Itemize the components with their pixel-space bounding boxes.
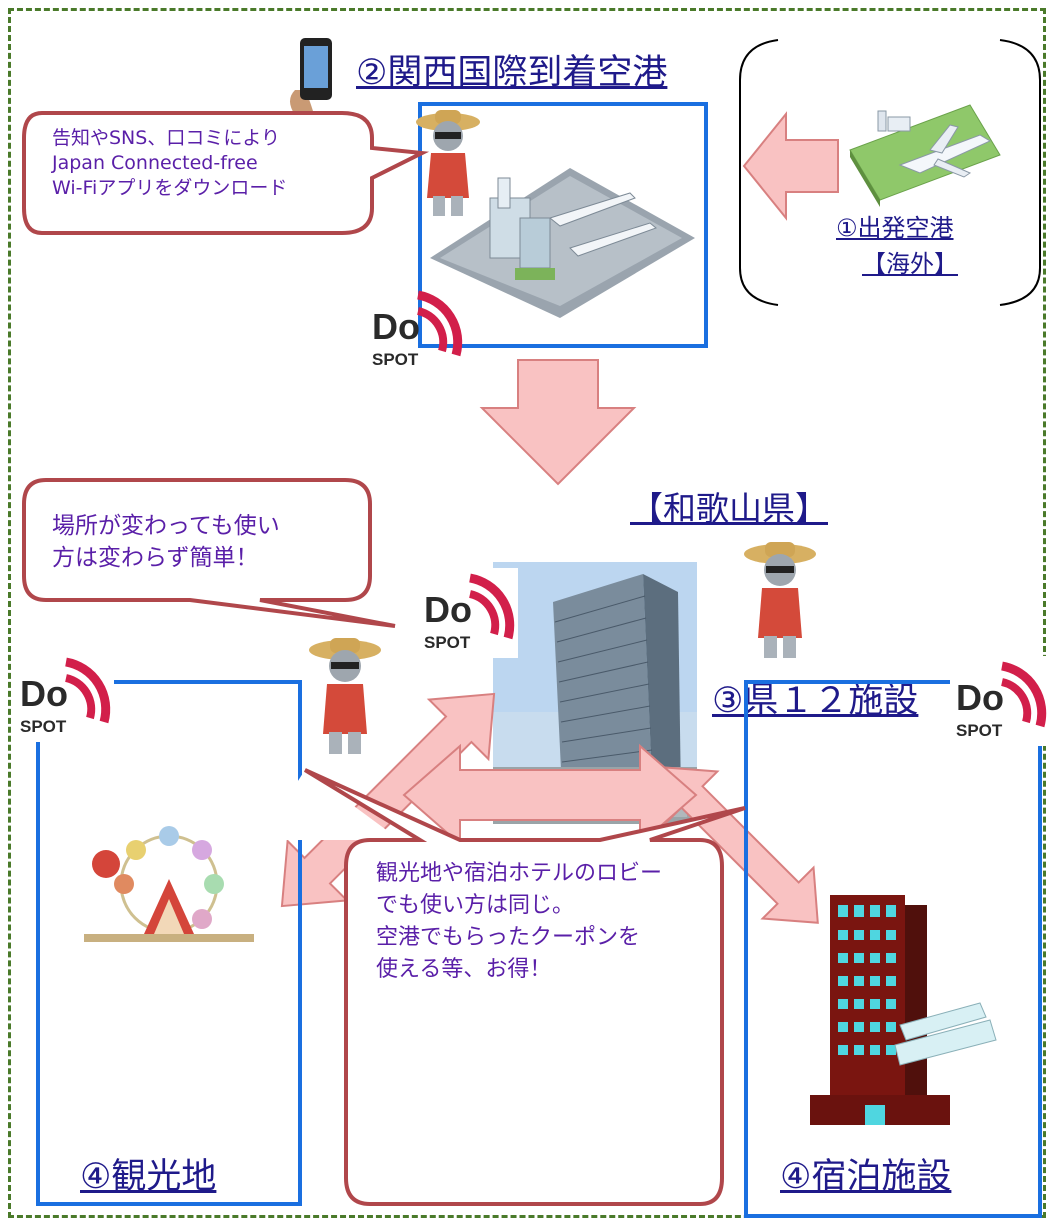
tourist-spot-label[interactable]: ④観光地 [80,1157,217,1197]
bubble-coupon-line: でも使い方は同じ。 [376,893,575,918]
phone-icon [290,38,332,118]
dospot-logo: Do SPOT [418,568,518,658]
dospot-logo: Do SPOT [950,656,1050,746]
svg-text:SPOT: SPOT [956,721,1003,740]
svg-text:Do: Do [20,673,68,714]
prefecture-label[interactable]: 【和歌山県】 [630,489,828,528]
bubble-easy [22,478,396,628]
kansai-airport-box [418,102,708,348]
bubble-download [22,111,430,235]
kansai-airport-image [430,168,695,318]
svg-text:Do: Do [956,677,1004,718]
bubble-coupon [260,768,746,1206]
departure-label-line1[interactable]: ①出発空港 [836,214,954,242]
bubble-download-line: 告知やSNS、口コミにより [52,127,280,149]
bubble-download-line: Wi-Fiアプリをダウンロード [52,177,288,199]
tourist-spot-box [36,680,302,1206]
bubble-coupon-line: 使える等、お得！ [376,957,552,982]
departure-airport-image [849,104,1001,207]
departure-label-line2[interactable]: 【海外】 [862,250,958,278]
traveler-figure [309,638,381,754]
arrow-double-horizontal [402,743,698,847]
bubble-coupon-line: 観光地や宿泊ホテルのロビー [376,861,663,886]
svg-text:SPOT: SPOT [372,350,419,369]
lodging-label[interactable]: ④宿泊施設 [780,1157,952,1197]
bubble-coupon-text: 観光地や宿泊ホテルのロビー でも使い方は同じ。 空港でもらったクーポンを 使える… [376,858,662,986]
svg-text:Do: Do [424,589,472,630]
tourist-spot-image [84,826,254,942]
dospot-logo: Do SPOT [372,290,463,369]
traveler-figure [416,110,480,216]
svg-text:SPOT: SPOT [20,717,67,736]
diagram-frame [8,8,1046,1218]
hotel-image [810,895,997,1125]
bubble-easy-line: 場所が変わっても使い [52,513,280,539]
bubble-easy-text: 場所が変わっても使い 方は変わらず簡単！ [52,510,280,574]
bubble-coupon-line: 空港でもらったクーポンを [376,925,641,950]
bubble-download-text: 告知やSNS、口コミにより Japan Connected-free Wi-Fi… [52,126,287,201]
dospot-logo: Do SPOT [14,652,114,742]
bubble-download-line: Japan Connected-free [52,152,258,174]
arrow-down [479,359,637,486]
bubble-easy-line: 方は変わらず簡単！ [52,545,259,571]
svg-text:SPOT: SPOT [424,633,471,652]
lodging-box [744,680,1042,1218]
svg-text:Do: Do [372,306,420,347]
kansai-airport-label[interactable]: ②関西国際到着空港 [356,53,668,93]
traveler-figure [744,542,816,658]
arrow-left [742,111,839,221]
